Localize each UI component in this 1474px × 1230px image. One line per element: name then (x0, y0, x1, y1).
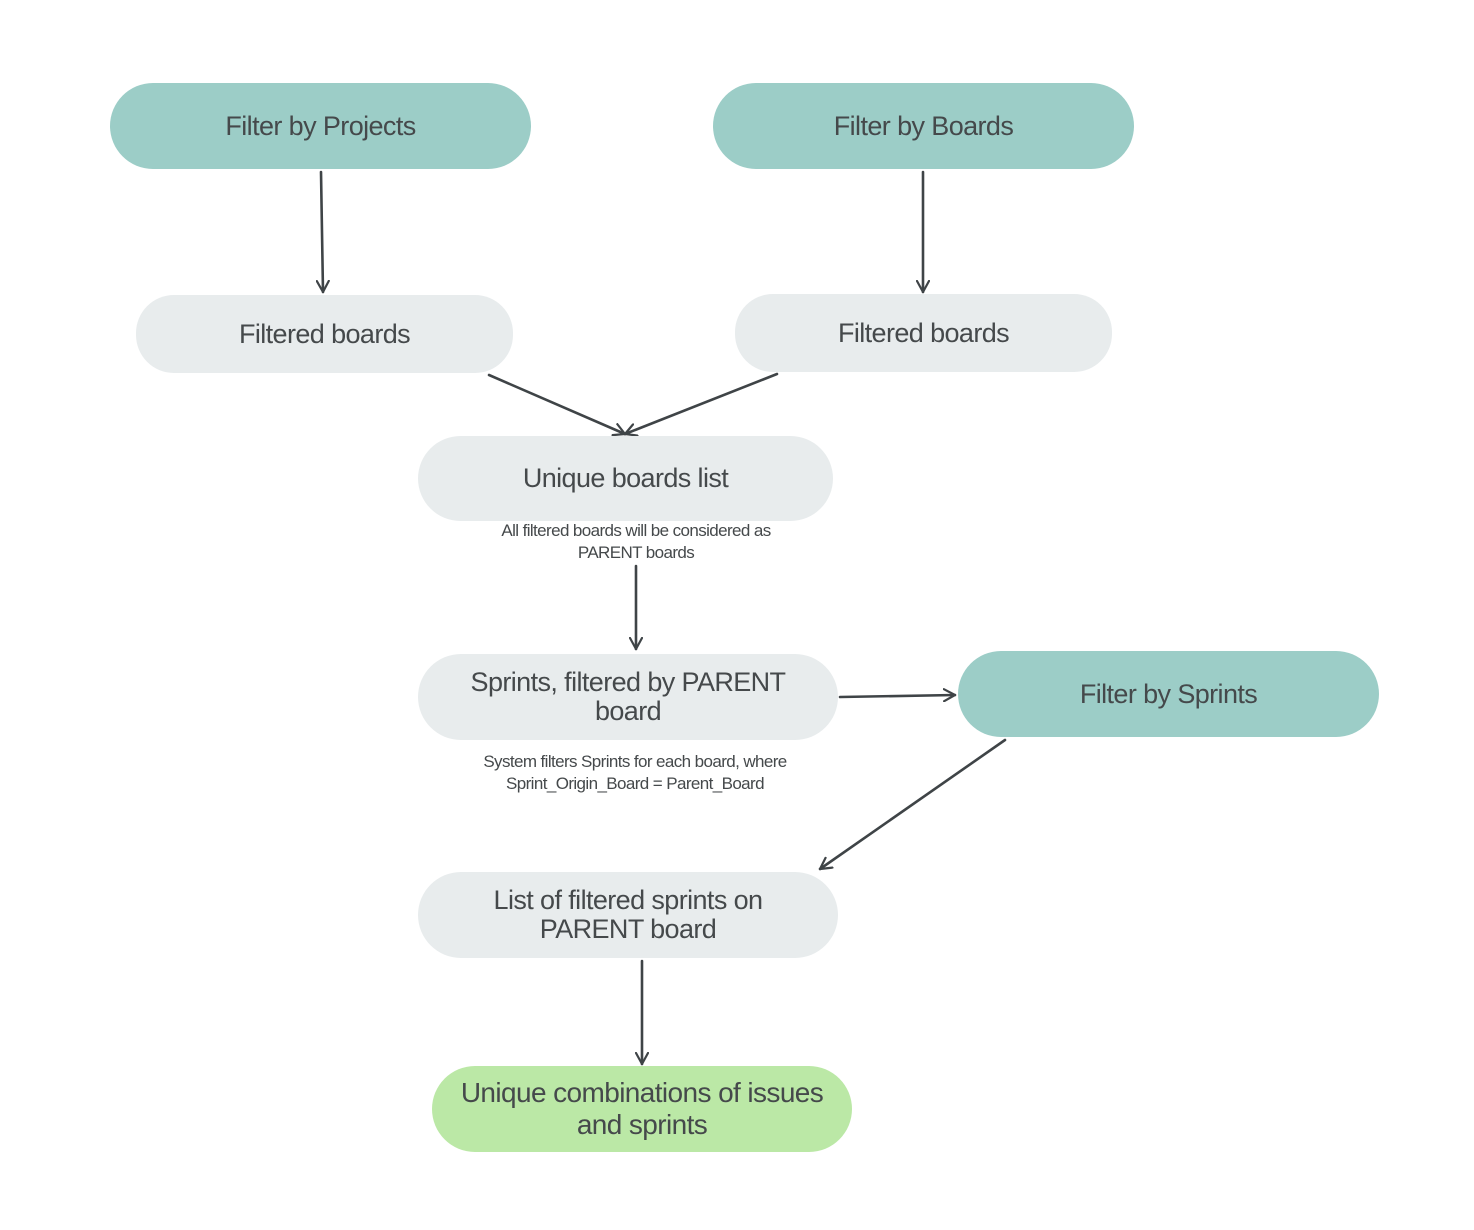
parent-boards-note: All filtered boards will be considered a… (501, 521, 771, 562)
unique-boards-list-node: Unique boards list (418, 436, 833, 521)
unique-combinations-label: Unique combinations of issues and sprint… (460, 1077, 824, 1140)
list-of-filtered-sprints-node: List of filtered sprints on PARENT board (418, 872, 838, 958)
unique-boards-list-label: Unique boards list (522, 463, 729, 493)
list-of-filtered-sprints-label: List of filtered sprints on PARENT board (493, 885, 764, 944)
filter-by-projects-node: Filter by Projects (110, 83, 531, 169)
filtered-boards-right-node: Filtered boards (735, 294, 1112, 372)
edge-filter-sprints-to-list-sprints (818, 738, 1007, 871)
system-filters-note: System filters Sprints for each board, w… (483, 752, 787, 793)
filter-by-boards-label: Filter by Boards (833, 110, 1014, 141)
edge-filter-projects-to-filtered-boards-left (321, 170, 323, 294)
filter-by-projects-label: Filter by Projects (225, 110, 416, 141)
edge-filtered-boards-right-to-unique-boards (623, 372, 779, 434)
sprints-filtered-by-parent-node: Sprints, filtered by PARENT board (418, 654, 838, 740)
sprints-filtered-by-parent-label: Sprints, filtered by PARENT board (470, 667, 787, 726)
filter-by-sprints-label: Filter by Sprints (1079, 678, 1258, 709)
unique-combinations-node: Unique combinations of issues and sprint… (432, 1066, 852, 1152)
edge-filtered-boards-left-to-unique-boards (487, 373, 627, 434)
edge-sprints-parent-to-filter-sprints (838, 695, 957, 697)
filtered-boards-left-node: Filtered boards (136, 295, 513, 373)
filtered-boards-left-label: Filtered boards (238, 318, 411, 349)
filtered-boards-right-label: Filtered boards (837, 317, 1010, 348)
filter-by-sprints-node: Filter by Sprints (958, 651, 1379, 737)
filter-by-boards-node: Filter by Boards (713, 83, 1134, 169)
